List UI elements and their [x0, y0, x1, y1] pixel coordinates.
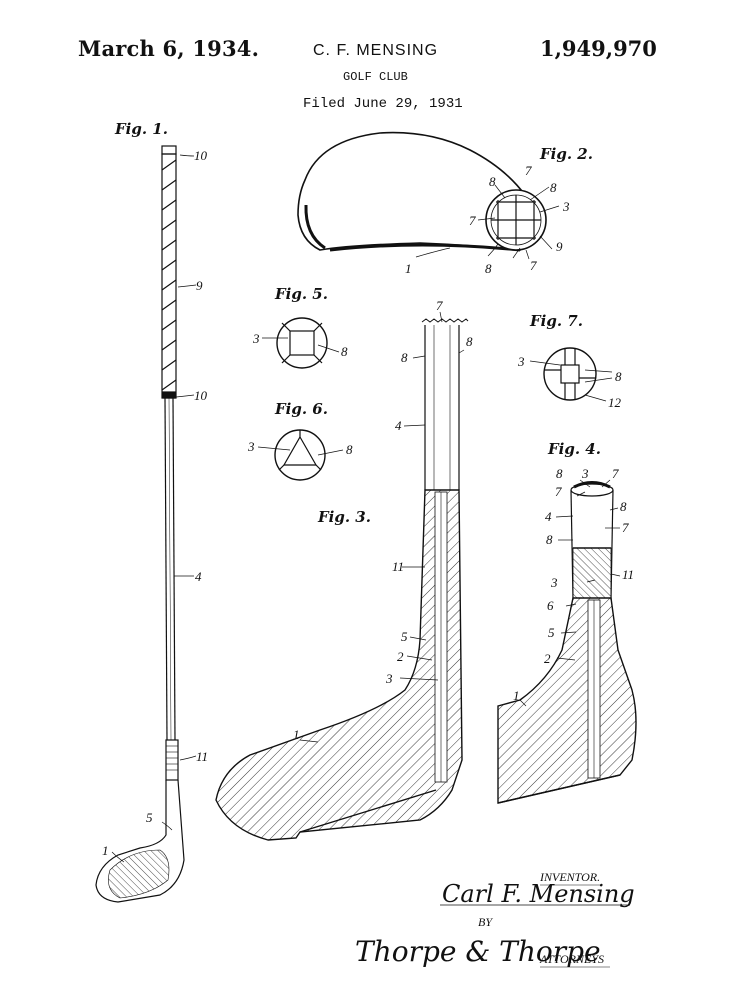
fig6-label: Fig. 6. [275, 400, 328, 418]
ref-12-fig7: 12 [608, 395, 621, 410]
ref-3-fig4-top: 3 [582, 466, 589, 481]
ref-5-fig1: 5 [146, 810, 153, 825]
ref-9-fig1: 9 [196, 278, 203, 293]
ref-8-fig3-left: 8 [401, 350, 408, 365]
fig3-iron-drawing [215, 318, 469, 841]
ref-4-fig3: 4 [395, 418, 402, 433]
attorneys-label: ATTORNEYS [540, 952, 605, 966]
fig5-label: Fig. 5. [275, 285, 328, 303]
ref-7-fig4-left: 7 [555, 484, 562, 499]
ref-3-fig6: 3 [248, 439, 255, 454]
fig6-section-drawing [274, 429, 326, 481]
fig1-label: Fig. 1. [115, 120, 168, 138]
ref-8-fig4-left: 8 [546, 532, 553, 547]
ref-10-lower: 10 [194, 388, 207, 403]
ref-3-fig7: 3 [518, 354, 525, 369]
ref-3-fig2: 3 [563, 199, 570, 214]
ref-8-fig2-tl: 8 [489, 174, 496, 189]
ref-7-fig3: 7 [436, 298, 443, 313]
ref-8-fig3-right: 8 [466, 334, 473, 349]
ref-5-fig3: 5 [401, 629, 408, 644]
ref-8-fig4-top: 8 [556, 466, 563, 481]
ref-10-top: 10 [194, 148, 207, 163]
ref-1-fig3: 1 [293, 727, 300, 742]
patent-number: 1,949,970 [540, 36, 657, 61]
fig7-label: Fig. 7. [530, 312, 583, 330]
ref-1-fig1: 1 [102, 843, 109, 858]
ref-3-fig4: 3 [551, 575, 558, 590]
attorney-signature: Thorpe & Thorpe [355, 935, 601, 968]
inventor-label: INVENTOR. [540, 870, 601, 884]
ref-11-fig4: 11 [622, 567, 635, 582]
ref-3-fig5: 3 [253, 331, 260, 346]
ref-5-fig4: 5 [548, 625, 555, 640]
patent-date: March 6, 1934. [78, 36, 260, 61]
ref-8-fig2-bottom: 8 [485, 261, 492, 276]
fig7-section-drawing [543, 347, 597, 401]
patent-title: GOLF CLUB [343, 70, 408, 84]
ref-8-fig2-tr: 8 [550, 180, 557, 195]
fig4-label: Fig. 4. [548, 440, 601, 458]
ref-11-fig3: 11 [392, 559, 405, 574]
inventor-signature: Carl F. Mensing [442, 880, 635, 908]
ref-6-fig4: 6 [547, 598, 554, 613]
ref-2-fig3: 2 [397, 649, 404, 664]
fig4-iron-drawing [497, 481, 637, 804]
ref-1-fig2: 1 [405, 261, 412, 276]
ref-7-fig2-bottom: 7 [530, 258, 537, 273]
ref-4-fig1: 4 [195, 569, 202, 584]
ref-4-fig4: 4 [545, 509, 552, 524]
ref-8-fig7: 8 [615, 369, 622, 384]
leader-lines [111, 154, 621, 863]
ref-7-fig2-top: 7 [525, 163, 532, 178]
ref-8-fig5: 8 [341, 344, 348, 359]
ref-7-fig4-top: 7 [612, 466, 619, 481]
fig1-club-drawing [95, 145, 185, 903]
fig2-label: Fig. 2. [540, 145, 593, 163]
fig2-head-drawing [297, 131, 547, 252]
ref-7-fig4-right: 7 [622, 520, 629, 535]
by-label: BY [478, 915, 493, 929]
ref-3-fig3: 3 [386, 671, 393, 686]
fig3-label: Fig. 3. [318, 508, 371, 526]
ref-8-fig4-right: 8 [620, 499, 627, 514]
ref-1-fig4: 1 [513, 688, 520, 703]
inventor-heading: C. F. MENSING [313, 42, 439, 59]
ref-7-fig2-left: 7 [469, 213, 476, 228]
ref-8-fig6: 8 [346, 442, 353, 457]
ref-11-fig1: 11 [196, 749, 209, 764]
ref-9-fig2: 9 [556, 239, 563, 254]
fig5-section-drawing [276, 317, 328, 369]
filed-date: Filed June 29, 1931 [303, 96, 463, 112]
ref-2-fig4: 2 [544, 651, 551, 666]
